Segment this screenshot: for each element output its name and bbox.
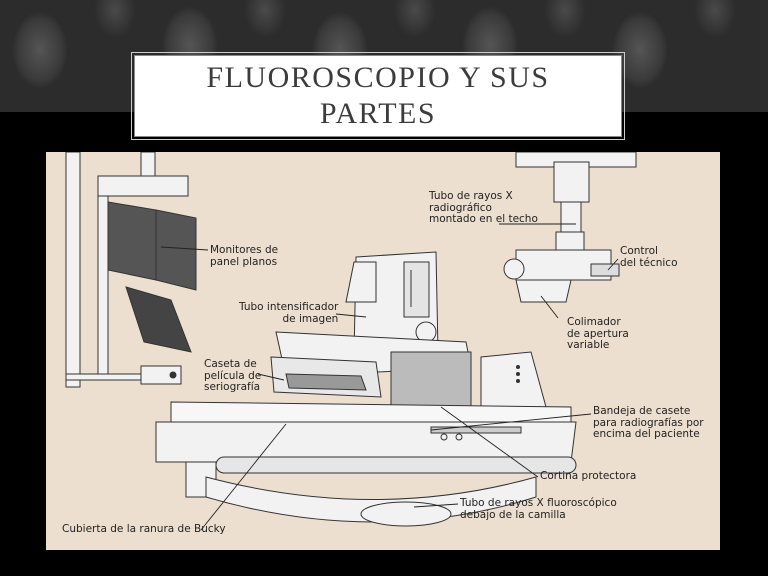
- label-collimator: Colimador de apertura variable: [567, 316, 629, 352]
- label-line: Monitores de: [210, 244, 279, 256]
- label-bucky-slot-cover: Cubierta de la ranura de Bucky: [62, 523, 226, 536]
- pointer-tray: [430, 413, 592, 431]
- ceiling-tube-column: [553, 161, 590, 203]
- label-line: Tubo de rayos X: [429, 190, 513, 202]
- monitor-mount-arm: [97, 175, 189, 197]
- label-line: debajo de la camilla: [460, 508, 566, 521]
- label-line: de imagen: [282, 312, 339, 325]
- label-line: para radiografías por: [593, 416, 704, 429]
- label-line: Cortina protectora: [540, 470, 637, 482]
- slide-title: FLUOROSCOPIO Y SUS PARTES: [206, 61, 550, 130]
- label-line: panel planos: [210, 255, 278, 268]
- title-box: FLUOROSCOPIO Y SUS PARTES: [131, 52, 625, 140]
- wall-cable-bar: [65, 373, 142, 381]
- collimator-housing: [515, 279, 572, 303]
- label-line: Control: [620, 245, 658, 257]
- label-fluoro-tube: Tubo de rayos X fluoroscópico debajo de …: [460, 497, 617, 521]
- panel-dot: [516, 379, 520, 383]
- monitor-support-pole: [65, 152, 81, 388]
- pointer-collimator: [540, 295, 559, 319]
- pointer-bucky: [200, 423, 287, 531]
- pointer-fluoro-tube: [413, 503, 459, 508]
- label-line: Bandeja de casete: [593, 405, 691, 417]
- label-line: encima del paciente: [593, 428, 700, 440]
- monitor-panel-right: [155, 209, 197, 291]
- label-ceiling-tube: Tubo de rayos X radiográfico montado en …: [429, 190, 538, 226]
- label-line: Colimador: [567, 316, 621, 328]
- label-line: de apertura: [567, 327, 629, 340]
- ceiling-tube-end-cap: [503, 258, 525, 280]
- pointer-lines: [160, 223, 619, 531]
- label-line: Tubo intensificador: [239, 301, 339, 313]
- fluoroscope-diagram: Tubo de rayos X radiográfico montado en …: [46, 152, 720, 550]
- ceiling-tube-neck: [560, 201, 582, 233]
- panel-dot: [516, 372, 520, 376]
- table-button: [440, 433, 448, 441]
- label-line: Tubo de rayos X fluoroscópico: [460, 497, 617, 509]
- label-image-intensifier: Tubo intensificador de imagen: [239, 301, 339, 325]
- pointer-cassette: [257, 373, 285, 381]
- label-line: seriografía: [204, 381, 261, 393]
- wall-control-knob: [169, 371, 177, 379]
- label-cassette-tray: Bandeja de casete para radiografías por …: [593, 405, 704, 441]
- monitor-panel-left: [107, 201, 157, 281]
- label-line: radiográfico: [429, 201, 492, 214]
- side-control-panel: [480, 351, 547, 415]
- pointer-monitors: [160, 246, 209, 251]
- pointer-intensifier: [335, 313, 367, 318]
- label-spot-film-cassette: Caseta de película de seriografía: [204, 358, 262, 394]
- label-technician-control: Control del técnico: [620, 245, 678, 269]
- label-line: Caseta de: [204, 358, 257, 370]
- pointer-control: [607, 258, 619, 271]
- ceiling-tube-housing: [555, 231, 585, 251]
- label-line: variable: [567, 339, 610, 351]
- pointer-curtain: [440, 406, 539, 478]
- label-line: película de: [204, 369, 262, 382]
- table-base-curve: [205, 476, 537, 523]
- label-line: del técnico: [620, 256, 678, 269]
- under-table-tube: [360, 501, 452, 527]
- monitor-vertical-arm: [97, 195, 109, 377]
- intensifier-side-panel: [345, 261, 377, 303]
- label-line: Cubierta de la ranura de Bucky: [62, 523, 226, 535]
- intensifier-dial: [415, 321, 437, 343]
- monitor-panel-lower: [125, 286, 192, 353]
- label-monitors: Monitores de panel planos: [210, 244, 279, 268]
- technician-control-panel: [590, 263, 620, 277]
- label-protective-curtain: Cortina protectora: [540, 470, 637, 483]
- label-line: montado en el techo: [429, 213, 538, 225]
- panel-dot: [516, 365, 520, 369]
- cassette-slot: [285, 373, 367, 391]
- fluoroscope-illustration: [65, 152, 637, 531]
- table-button: [455, 433, 463, 441]
- intensifier-scale-panel: [403, 261, 430, 318]
